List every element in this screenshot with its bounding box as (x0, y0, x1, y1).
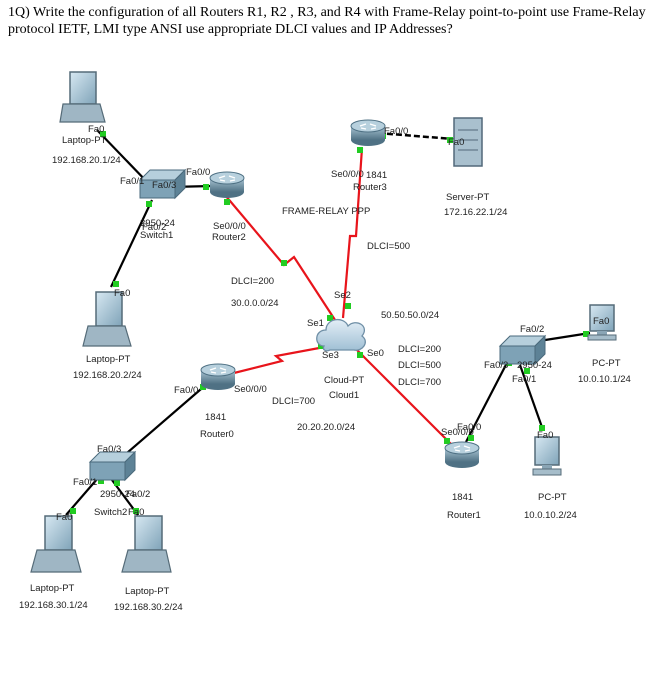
port-label: Se0/0/0 (234, 384, 267, 395)
device-ip: 192.168.30.1/24 (19, 600, 88, 611)
port-label: Se0/0/0 (331, 169, 364, 180)
port-label: Fa0/0 (457, 422, 481, 433)
network-label: 50.50.50.0/24 (381, 310, 439, 321)
port-label: Fa0 (537, 430, 553, 441)
device-name: Router0 (200, 429, 234, 440)
device-name: PC-PT (538, 492, 567, 503)
device-name: 2950-24 (100, 489, 135, 500)
port-label: Fa0/2 (142, 222, 166, 233)
device-name: Server-PT (446, 192, 489, 203)
port-label: Fa0/3 (484, 360, 508, 371)
port-label: Fa0 (448, 137, 464, 148)
dlci-label: DLCI=700 (398, 377, 441, 388)
device-model: 1841 (205, 412, 226, 423)
device-name: Router2 (212, 232, 246, 243)
port-label: Fa0/3 (152, 180, 176, 191)
laptop-bottom-mid[interactable] (121, 515, 172, 573)
link-router0-cloud (225, 344, 331, 377)
link-laptop-top-switch (96, 129, 151, 186)
port-label: Fa0/1 (120, 176, 144, 187)
port-label: Fa0/0 (174, 385, 198, 396)
pc-bottom[interactable] (532, 436, 562, 476)
laptop-bottom-left[interactable] (30, 515, 82, 573)
device-name: Cloud1 (329, 390, 359, 401)
network-label: 30.0.0.0/24 (231, 298, 279, 309)
port-label: Se0/0/0 (441, 427, 474, 438)
device-name: Laptop-PT (86, 354, 131, 365)
link-cloud-router1 (354, 347, 453, 446)
frame-relay-label: FRAME-RELAY PPP (282, 206, 370, 217)
link-router0-switch-bottom (112, 382, 209, 466)
device-ip: 192.168.20.1/24 (52, 155, 121, 166)
dlci-label: DLCI=500 (367, 241, 410, 252)
link-switch-right-pc-bottom (518, 364, 545, 431)
device-ip: 192.168.30.2/24 (114, 602, 183, 613)
labels: Fa0 Laptop-PT 192.168.20.1/24 Fa0/1 Fa0/… (19, 124, 631, 613)
port-label: Fa0/0 (384, 126, 408, 137)
device-name: Switch2 (94, 507, 127, 518)
port-label: Fa0/1 (73, 477, 97, 488)
laptop-mid[interactable] (82, 291, 132, 347)
port-label: Fa0/0 (186, 167, 210, 178)
port-label: Se0 (367, 348, 384, 359)
switch-top[interactable] (138, 168, 187, 200)
device-ip: 172.16.22.1/24 (444, 207, 507, 218)
link-router3-cloud (341, 147, 364, 319)
laptop-icon (69, 71, 97, 105)
pc-top[interactable] (587, 304, 617, 341)
dlci-label: DLCI=500 (398, 360, 441, 371)
port-label: Se0/0/0 (213, 221, 246, 232)
link-router3-server (377, 131, 454, 141)
device-name: Laptop-PT (125, 586, 170, 597)
link-switch-top-laptop-mid (110, 199, 153, 288)
server-icon (453, 117, 483, 167)
port-label: Fa0 (128, 507, 144, 518)
link-router2-cloud (224, 194, 338, 324)
device-name: Router1 (447, 510, 481, 521)
device-ip: 10.0.10.2/24 (524, 510, 577, 521)
port-label: Fa0/2 (520, 324, 544, 335)
device-name: 2950-24 (140, 218, 175, 229)
link-router1-switch-right (465, 356, 511, 443)
device-ip: 10.0.10.1/24 (578, 374, 631, 385)
network-label: 20.20.20.0/24 (297, 422, 355, 433)
port-label: Fa0 (56, 512, 72, 523)
question-text: 1Q) Write the configuration of all Route… (8, 5, 646, 37)
router2[interactable] (209, 171, 245, 198)
router0[interactable] (200, 363, 236, 390)
port-label: Se3 (322, 350, 339, 361)
port-label: Fa0/2 (126, 489, 150, 500)
cloud-icon (316, 319, 366, 352)
device-name: 2950-24 (517, 360, 552, 371)
cloud[interactable] (316, 319, 366, 352)
device-ip: 192.168.20.2/24 (73, 370, 142, 381)
switch-bottom[interactable] (88, 450, 137, 482)
router1[interactable] (444, 441, 480, 468)
device-name: PC-PT (592, 358, 621, 369)
server[interactable] (453, 117, 483, 167)
device-model: 1841 (452, 492, 473, 503)
device-model: 1841 (366, 170, 387, 181)
port-label: Fa0/3 (97, 444, 121, 455)
switch-right[interactable] (498, 334, 547, 366)
port-label: Fa0 (114, 288, 130, 299)
port-label: Fa0/1 (512, 374, 536, 385)
port-label: Se1 (307, 318, 324, 329)
laptop-icon (134, 515, 163, 551)
router3[interactable] (350, 119, 386, 146)
monitor-icon (534, 436, 560, 466)
device-name: Laptop-PT (30, 583, 75, 594)
device-name: Laptop-PT (62, 135, 107, 146)
device-name: Cloud-PT (324, 375, 364, 386)
laptop-top[interactable] (59, 71, 106, 123)
dlci-label: DLCI=200 (231, 276, 274, 287)
device-name: Switch1 (140, 230, 173, 241)
port-label: Fa0 (88, 124, 104, 135)
port-label: Se2 (334, 290, 351, 301)
port-label: Fa0 (593, 316, 609, 327)
dlci-label: DLCI=200 (398, 344, 441, 355)
dlci-label: DLCI=700 (272, 396, 315, 407)
device-name: Router3 (353, 182, 387, 193)
